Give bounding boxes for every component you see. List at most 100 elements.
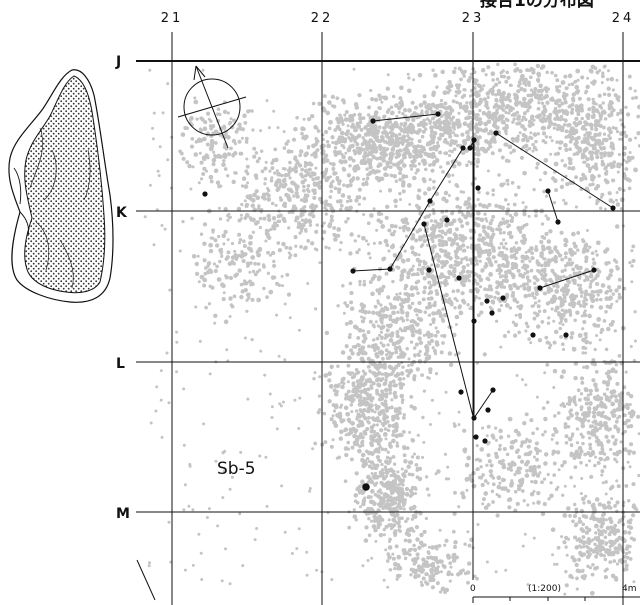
debris-dot [427,493,431,497]
debris-dot [441,318,446,323]
debris-dot [479,310,484,315]
debris-dot [615,460,619,464]
debris-dot [223,319,229,325]
debris-dot [296,225,300,229]
debris-dot [579,527,584,532]
debris-dot [581,345,586,350]
debris-dot [190,136,195,141]
debris-dot [402,453,407,458]
debris-dot [397,345,402,350]
debris-dot [233,171,237,175]
debris-dot [610,434,615,439]
debris-dot [565,292,569,296]
debris-dot [546,286,552,291]
debris-dot [430,109,435,114]
debris-dot [495,268,499,273]
debris-dot [586,277,590,282]
debris-dot [330,94,336,100]
debris-dot [381,284,386,289]
debris-dot [569,412,573,417]
debris-dot [440,221,444,225]
debris-dot [577,148,583,154]
debris-dot [306,184,311,188]
debris-dot [355,392,359,396]
debris-dot [524,205,528,209]
debris-dot [422,100,427,106]
debris-dot [297,163,303,168]
debris-dot [360,350,366,356]
debris-dot [384,353,389,357]
debris-dot [529,246,534,251]
debris-dot [331,162,336,167]
debris-dot [450,242,454,247]
debris-dot [415,116,419,120]
debris-dot [333,233,337,238]
debris-dot [339,240,343,245]
debris-dot [593,132,599,138]
debris-dot [267,217,272,223]
debris-dot [500,205,505,210]
debris-dot [383,399,388,404]
debris-dot [437,259,441,263]
debris-dot [539,251,544,256]
debris-dot [591,420,595,424]
debris-dot [255,270,260,274]
debris-dot [344,344,349,349]
debris-dot [494,438,498,442]
debris-dot [528,259,532,263]
debris-dot [585,131,589,135]
debris-dot [559,335,563,339]
debris-dot [222,125,227,130]
debris-dot [398,96,403,101]
debris-dot [429,141,433,145]
debris-dot [376,522,382,527]
debris-dot [408,155,412,159]
debris-dot [479,86,484,91]
debris-dot [526,287,532,292]
debris-dot [595,183,601,189]
debris-dot [559,288,564,292]
debris-dot [402,156,406,160]
debris-dot [358,279,362,284]
debris-dot [477,135,482,140]
debris-dot [407,305,413,310]
debris-dot [388,338,394,343]
debris-dot [545,245,551,251]
debris-dot [596,138,602,144]
debris-dot [387,545,393,550]
debris-dot [202,241,207,246]
debris-dot [599,532,604,537]
debris-dot [555,151,561,156]
debris-dot [375,455,381,460]
debris-dot [608,272,613,278]
debris-dot [260,169,265,174]
debris-dot [602,380,607,385]
debris-dot [525,468,529,473]
debris-dot [356,166,361,171]
debris-dot [375,388,379,393]
debris-dot [461,212,465,217]
debris-dot [413,251,418,257]
debris-dot [623,174,627,178]
debris-dot [497,148,502,153]
debris-dot [457,351,461,356]
debris-dot [583,331,588,337]
debris-dot [405,325,411,331]
debris-dot [329,206,334,211]
debris-dot [200,117,205,122]
debris-dot [410,100,415,105]
debris-dot [490,151,495,156]
debris-dot [531,70,536,75]
debris-dot [379,288,385,293]
debris-dot [532,455,536,459]
debris-dot [555,274,560,279]
debris-dot [617,285,622,290]
debris-dot [454,236,459,241]
debris-dot [373,515,378,521]
debris-dot [539,272,544,277]
debris-dot [212,150,216,154]
debris-dot [400,329,404,333]
debris-dot [391,94,396,99]
debris-dot [542,236,547,240]
debris-dot [387,228,392,233]
